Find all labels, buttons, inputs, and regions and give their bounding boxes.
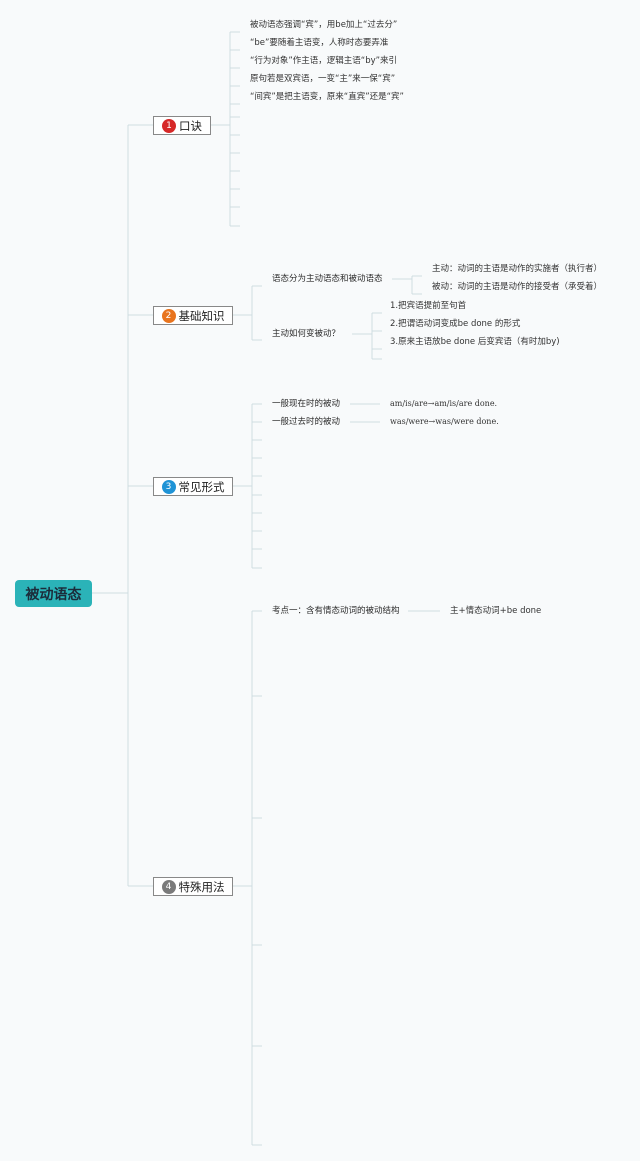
branch-label: 特殊用法 <box>178 879 225 894</box>
branch-koujue[interactable]: 1 口诀 <box>153 116 211 135</box>
branch-teshu-yongfa[interactable]: 4 特殊用法 <box>153 877 233 896</box>
jichu-topic-2-child-1[interactable]: 1.把宾语提前至句首 <box>390 300 467 311</box>
branch-changjian-xingshi[interactable]: 3 常见形式 <box>153 477 233 496</box>
branch-jichu-zhishi[interactable]: 2 基础知识 <box>153 306 233 325</box>
xingshi-topic-2-form[interactable]: was/were→was/were done. <box>390 417 499 426</box>
jichu-topic-2-child-2[interactable]: 2.把谓语动词变成be done 的形式 <box>390 318 521 329</box>
teshu-topic-1[interactable]: 考点一：含有情态动词的被动结构 <box>272 605 400 616</box>
xingshi-topic-2[interactable]: 一般过去时的被动 <box>272 416 341 427</box>
jichu-topic-1-child-2[interactable]: 被动：动词的主语是动作的接受者（承受着） <box>432 281 603 292</box>
koujue-line-3[interactable]: “行为对象”作主语，逻辑主语“by”来引 <box>250 55 398 66</box>
jichu-topic-2-child-3[interactable]: 3.原来主语放be done 后变宾语（有时加by) <box>390 336 560 347</box>
teshu-topic-1-form[interactable]: 主+情态动词+be done <box>450 605 542 616</box>
xingshi-topic-1[interactable]: 一般现在时的被动 <box>272 398 341 409</box>
root-topic[interactable]: 被动语态 <box>15 580 92 607</box>
branch-label: 口诀 <box>179 118 202 133</box>
branch-label: 常见形式 <box>178 479 225 494</box>
jichu-topic-1[interactable]: 语态分为主动语态和被动语态 <box>272 273 383 284</box>
koujue-line-1[interactable]: 被动语态强调“宾”，用be加上“过去分” <box>250 19 398 30</box>
xingshi-topic-1-form[interactable]: am/is/are→am/is/are done. <box>390 399 498 408</box>
koujue-line-4[interactable]: 原句若是双宾语，一变“主”来一保“宾” <box>250 73 396 84</box>
number-badge-1: 1 <box>162 118 176 133</box>
number-badge-3: 3 <box>161 479 176 494</box>
jichu-topic-1-child-1[interactable]: 主动：动词的主语是动作的实施者（执行者） <box>432 263 603 274</box>
branch-label: 基础知识 <box>178 308 225 323</box>
koujue-line-2[interactable]: “be”要随着主语变，人称时态要弄准 <box>250 37 389 48</box>
koujue-line-5[interactable]: “间宾”是把主语变，原来“直宾”还是“宾” <box>250 91 404 102</box>
number-badge-4: 4 <box>161 879 176 894</box>
jichu-topic-2[interactable]: 主动如何变被动？ <box>272 328 341 339</box>
root-topic-label: 被动语态 <box>25 586 82 603</box>
number-badge-2: 2 <box>161 308 176 323</box>
